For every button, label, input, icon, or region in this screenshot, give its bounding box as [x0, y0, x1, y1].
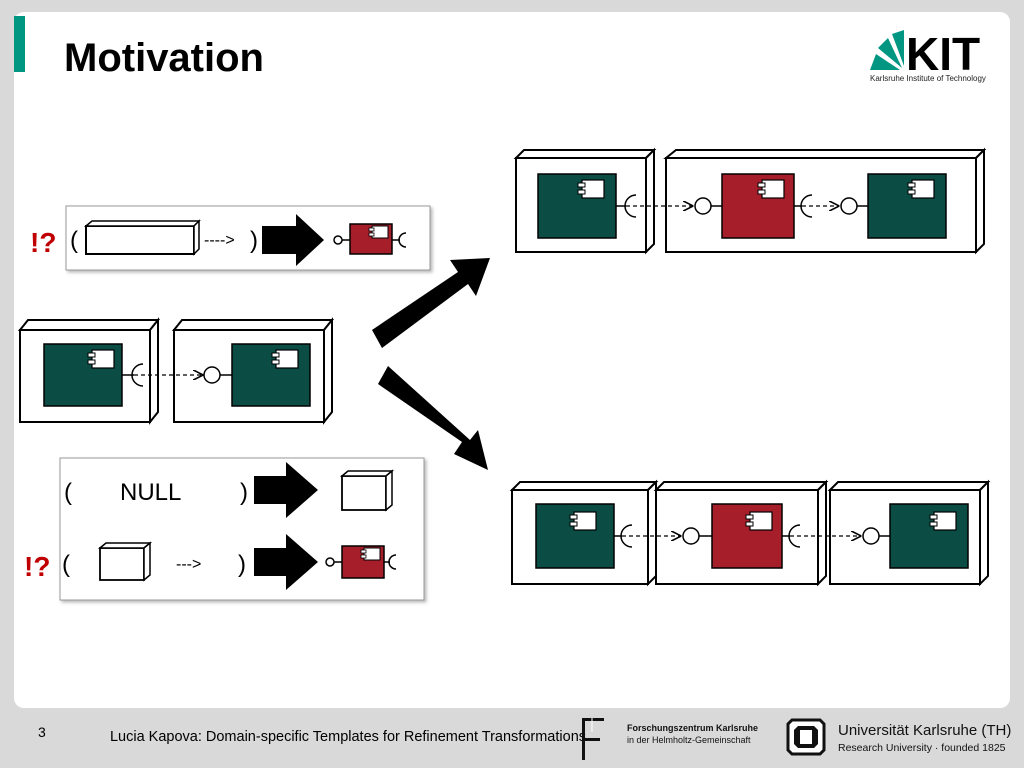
node-box: [827, 479, 991, 587]
target-deployment-top: [513, 147, 987, 255]
kit-logo-icon: KIT: [870, 28, 980, 80]
big-arrow-up-icon: [372, 258, 490, 348]
page-number: 3: [38, 724, 46, 740]
open-paren: (: [62, 551, 70, 578]
red-component-icon: [325, 545, 397, 579]
question-marker: !?: [30, 227, 56, 258]
transform-arrow-icon: [254, 462, 318, 518]
question-marker: !?: [24, 551, 50, 582]
dashed-arrow-label: ---->: [204, 232, 235, 249]
open-paren: (: [64, 479, 72, 506]
transform-arrow-icon: [262, 214, 324, 266]
fzk-subline: in der Helmholtz-Gemeinschaft: [627, 735, 751, 745]
node-box: [513, 147, 657, 255]
fzk-name: Forschungszentrum Karlsruhe: [627, 723, 759, 733]
university-seal-icon: [786, 718, 826, 756]
red-component-icon: [333, 223, 407, 255]
dashed-arrow-label: --->: [176, 556, 201, 573]
empty-node-icon: [97, 541, 153, 582]
transform-arrow-icon: [254, 534, 318, 590]
empty-node-icon: [339, 469, 395, 512]
university-name: Universität Karlsruhe (TH): [838, 722, 1012, 739]
node-box: [653, 479, 829, 587]
university-logo-text: Universität Karlsruhe (TH) Research Univ…: [838, 722, 1011, 756]
close-paren: ): [250, 227, 258, 254]
big-arrow-down-icon: [378, 366, 488, 470]
rule-box-top: !? ( ----> ): [30, 205, 431, 271]
footer-title: Lucia Kapova: Domain-specific Templates …: [109, 729, 587, 745]
node-box: [171, 317, 335, 425]
node-box: [509, 479, 659, 587]
rule-box-bottom: ( NULL ) !? ( ---> ): [24, 457, 425, 601]
node-box: [17, 317, 161, 425]
target-deployment-bottom: [509, 479, 991, 587]
node-box: [663, 147, 987, 255]
kit-logo-letters: KIT: [906, 28, 980, 80]
node-shape: [83, 219, 201, 256]
kit-logo-subtitle: Karlsruhe Institute of Technology: [870, 74, 986, 83]
title-accent-bar: [14, 16, 25, 72]
fzk-logo-text: Forschungszentrum Karlsruhe in der Helmh…: [627, 722, 758, 746]
fzk-logo-icon: [582, 718, 604, 760]
page-title: Motivation: [64, 36, 264, 80]
close-paren: ): [240, 479, 248, 506]
open-paren: (: [70, 227, 78, 254]
close-paren: ): [238, 551, 246, 578]
source-deployment: [17, 317, 335, 425]
null-label: NULL: [120, 479, 181, 506]
university-tagline: Research University · founded 1825: [838, 742, 1006, 754]
